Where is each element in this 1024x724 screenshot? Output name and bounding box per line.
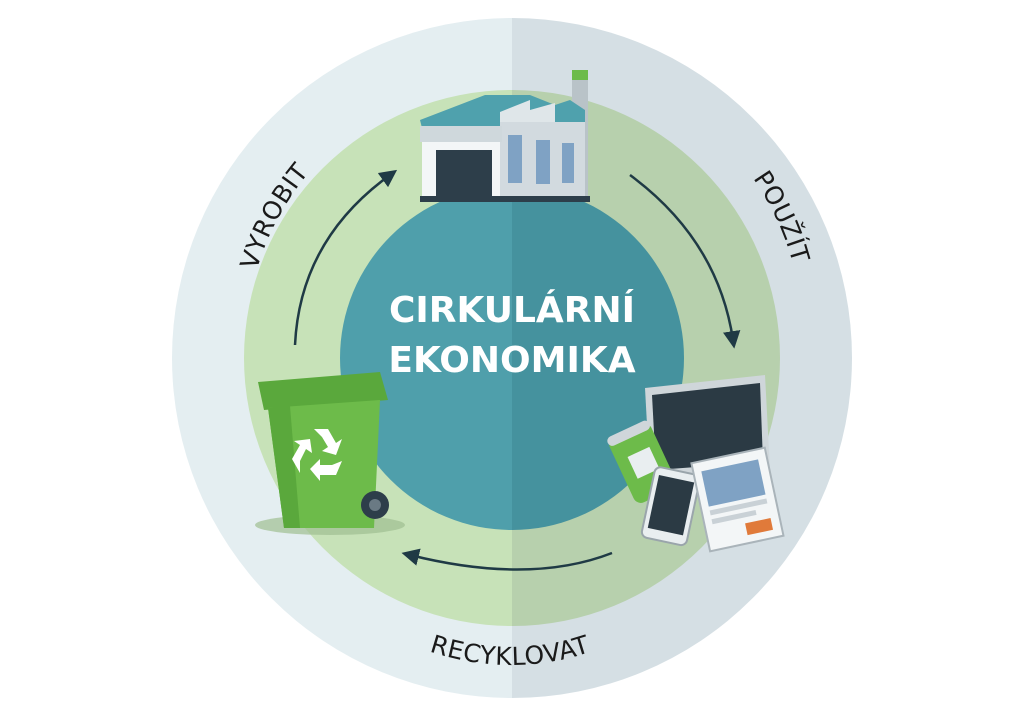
center-title-line1: CIRKULÁRNÍ — [389, 289, 635, 331]
arrow-produce — [293, 169, 398, 346]
center-title-line2: EKONOMIKA — [388, 340, 635, 381]
recycle-bin-icon — [255, 372, 405, 535]
devices-icon — [607, 375, 785, 553]
arrow-use — [629, 173, 741, 349]
arrow-recycle — [401, 548, 613, 571]
factory-icon — [420, 70, 590, 202]
